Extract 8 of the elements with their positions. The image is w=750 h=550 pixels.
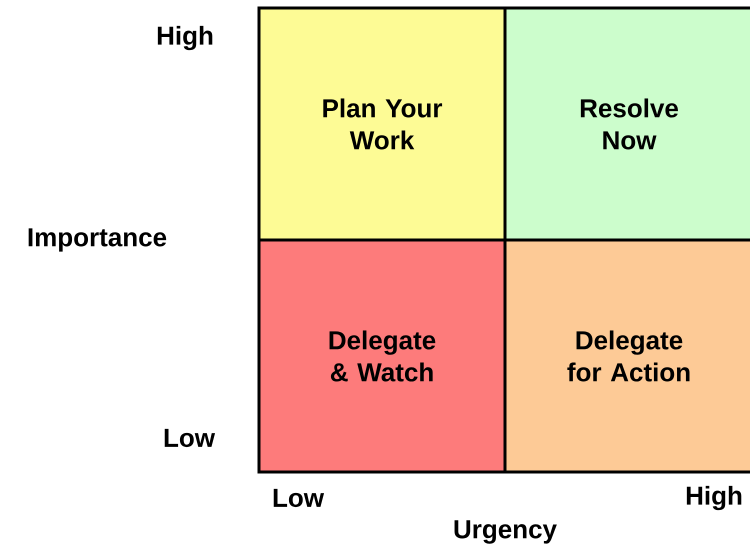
quadrant-box: Resolve Now xyxy=(504,6,750,242)
axis-value-label: High xyxy=(158,26,212,50)
axis-title: Urgency xyxy=(454,520,557,544)
quadrant-box: Delegate & Watch xyxy=(258,238,506,474)
axis-value-label: Low xyxy=(164,428,216,448)
axis-title: Importance xyxy=(28,228,166,252)
quadrant-box: Plan Your Work xyxy=(258,6,506,242)
quadrant-box: Delegate for Action xyxy=(504,238,750,474)
